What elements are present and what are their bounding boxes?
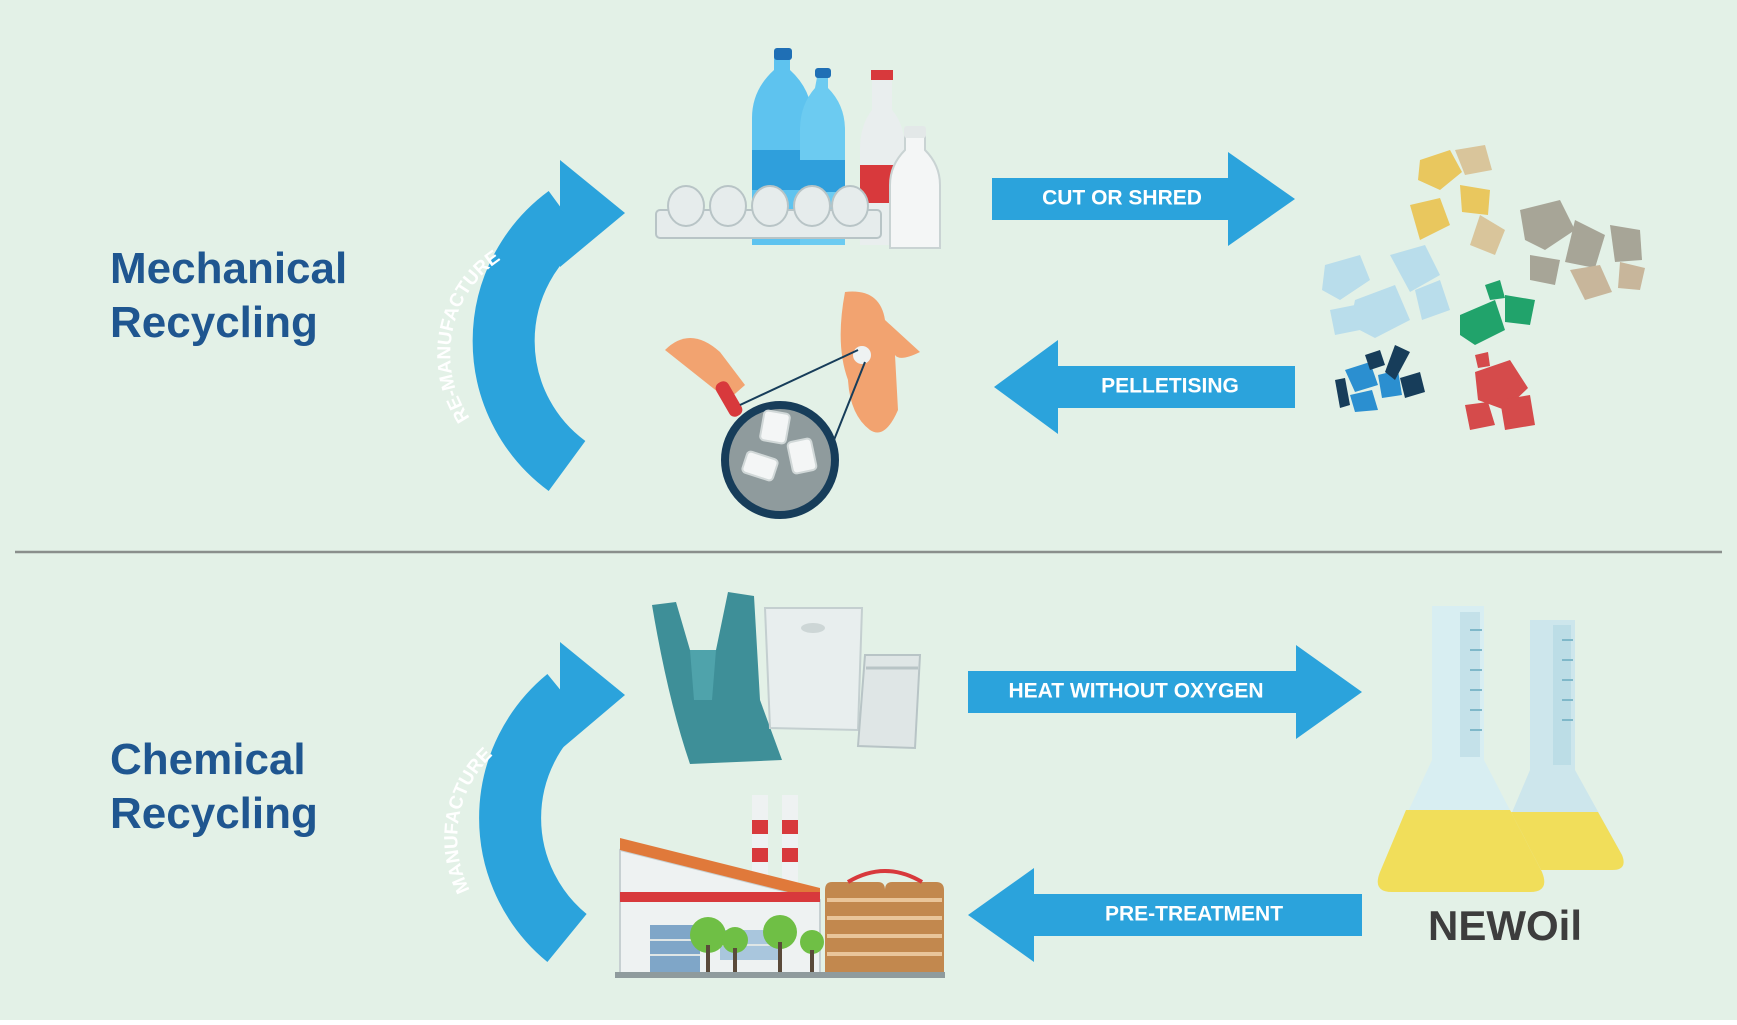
- heat-without-oxygen-label: HEAT WITHOUT OXYGEN: [1008, 680, 1263, 703]
- chemical-title-line1: Chemical: [110, 735, 306, 784]
- heat-without-oxygen-arrow: HEAT WITHOUT OXYGEN: [968, 645, 1362, 739]
- mechanical-title-line2: Recycling: [110, 298, 318, 347]
- pre-treatment-arrow: PRE-TREATMENT: [968, 868, 1362, 962]
- mechanical-recycling-title: Mechanical Recycling: [110, 242, 347, 350]
- bottles-and-egg-tray-icon: [655, 48, 941, 249]
- oil-flasks-icon: NEWOil: [1377, 606, 1624, 949]
- plastic-bags-icon: [652, 592, 922, 764]
- chemical-recycling-title: Chemical Recycling: [110, 733, 318, 841]
- re-manufacture-curved-arrow: RE-MANUFACTURE: [434, 160, 625, 491]
- pelletising-arrow: PELLETISING: [994, 340, 1295, 434]
- cut-or-shred-label: CUT OR SHRED: [1042, 187, 1202, 210]
- pelletising-label: PELLETISING: [1101, 375, 1239, 398]
- plastic-flakes-icon: [1322, 145, 1645, 430]
- chemical-title-line2: Recycling: [110, 789, 318, 838]
- manufacture-curved-arrow: MANUFACTURE: [441, 642, 625, 962]
- cut-or-shred-arrow: CUT OR SHRED: [992, 152, 1295, 246]
- newoil-brand-label: NEWOil: [1428, 902, 1582, 949]
- mechanical-title-line1: Mechanical: [110, 244, 348, 293]
- magnified-pellets-icon: [665, 291, 920, 519]
- pre-treatment-label: PRE-TREATMENT: [1105, 903, 1283, 926]
- factory-icon: [615, 795, 945, 978]
